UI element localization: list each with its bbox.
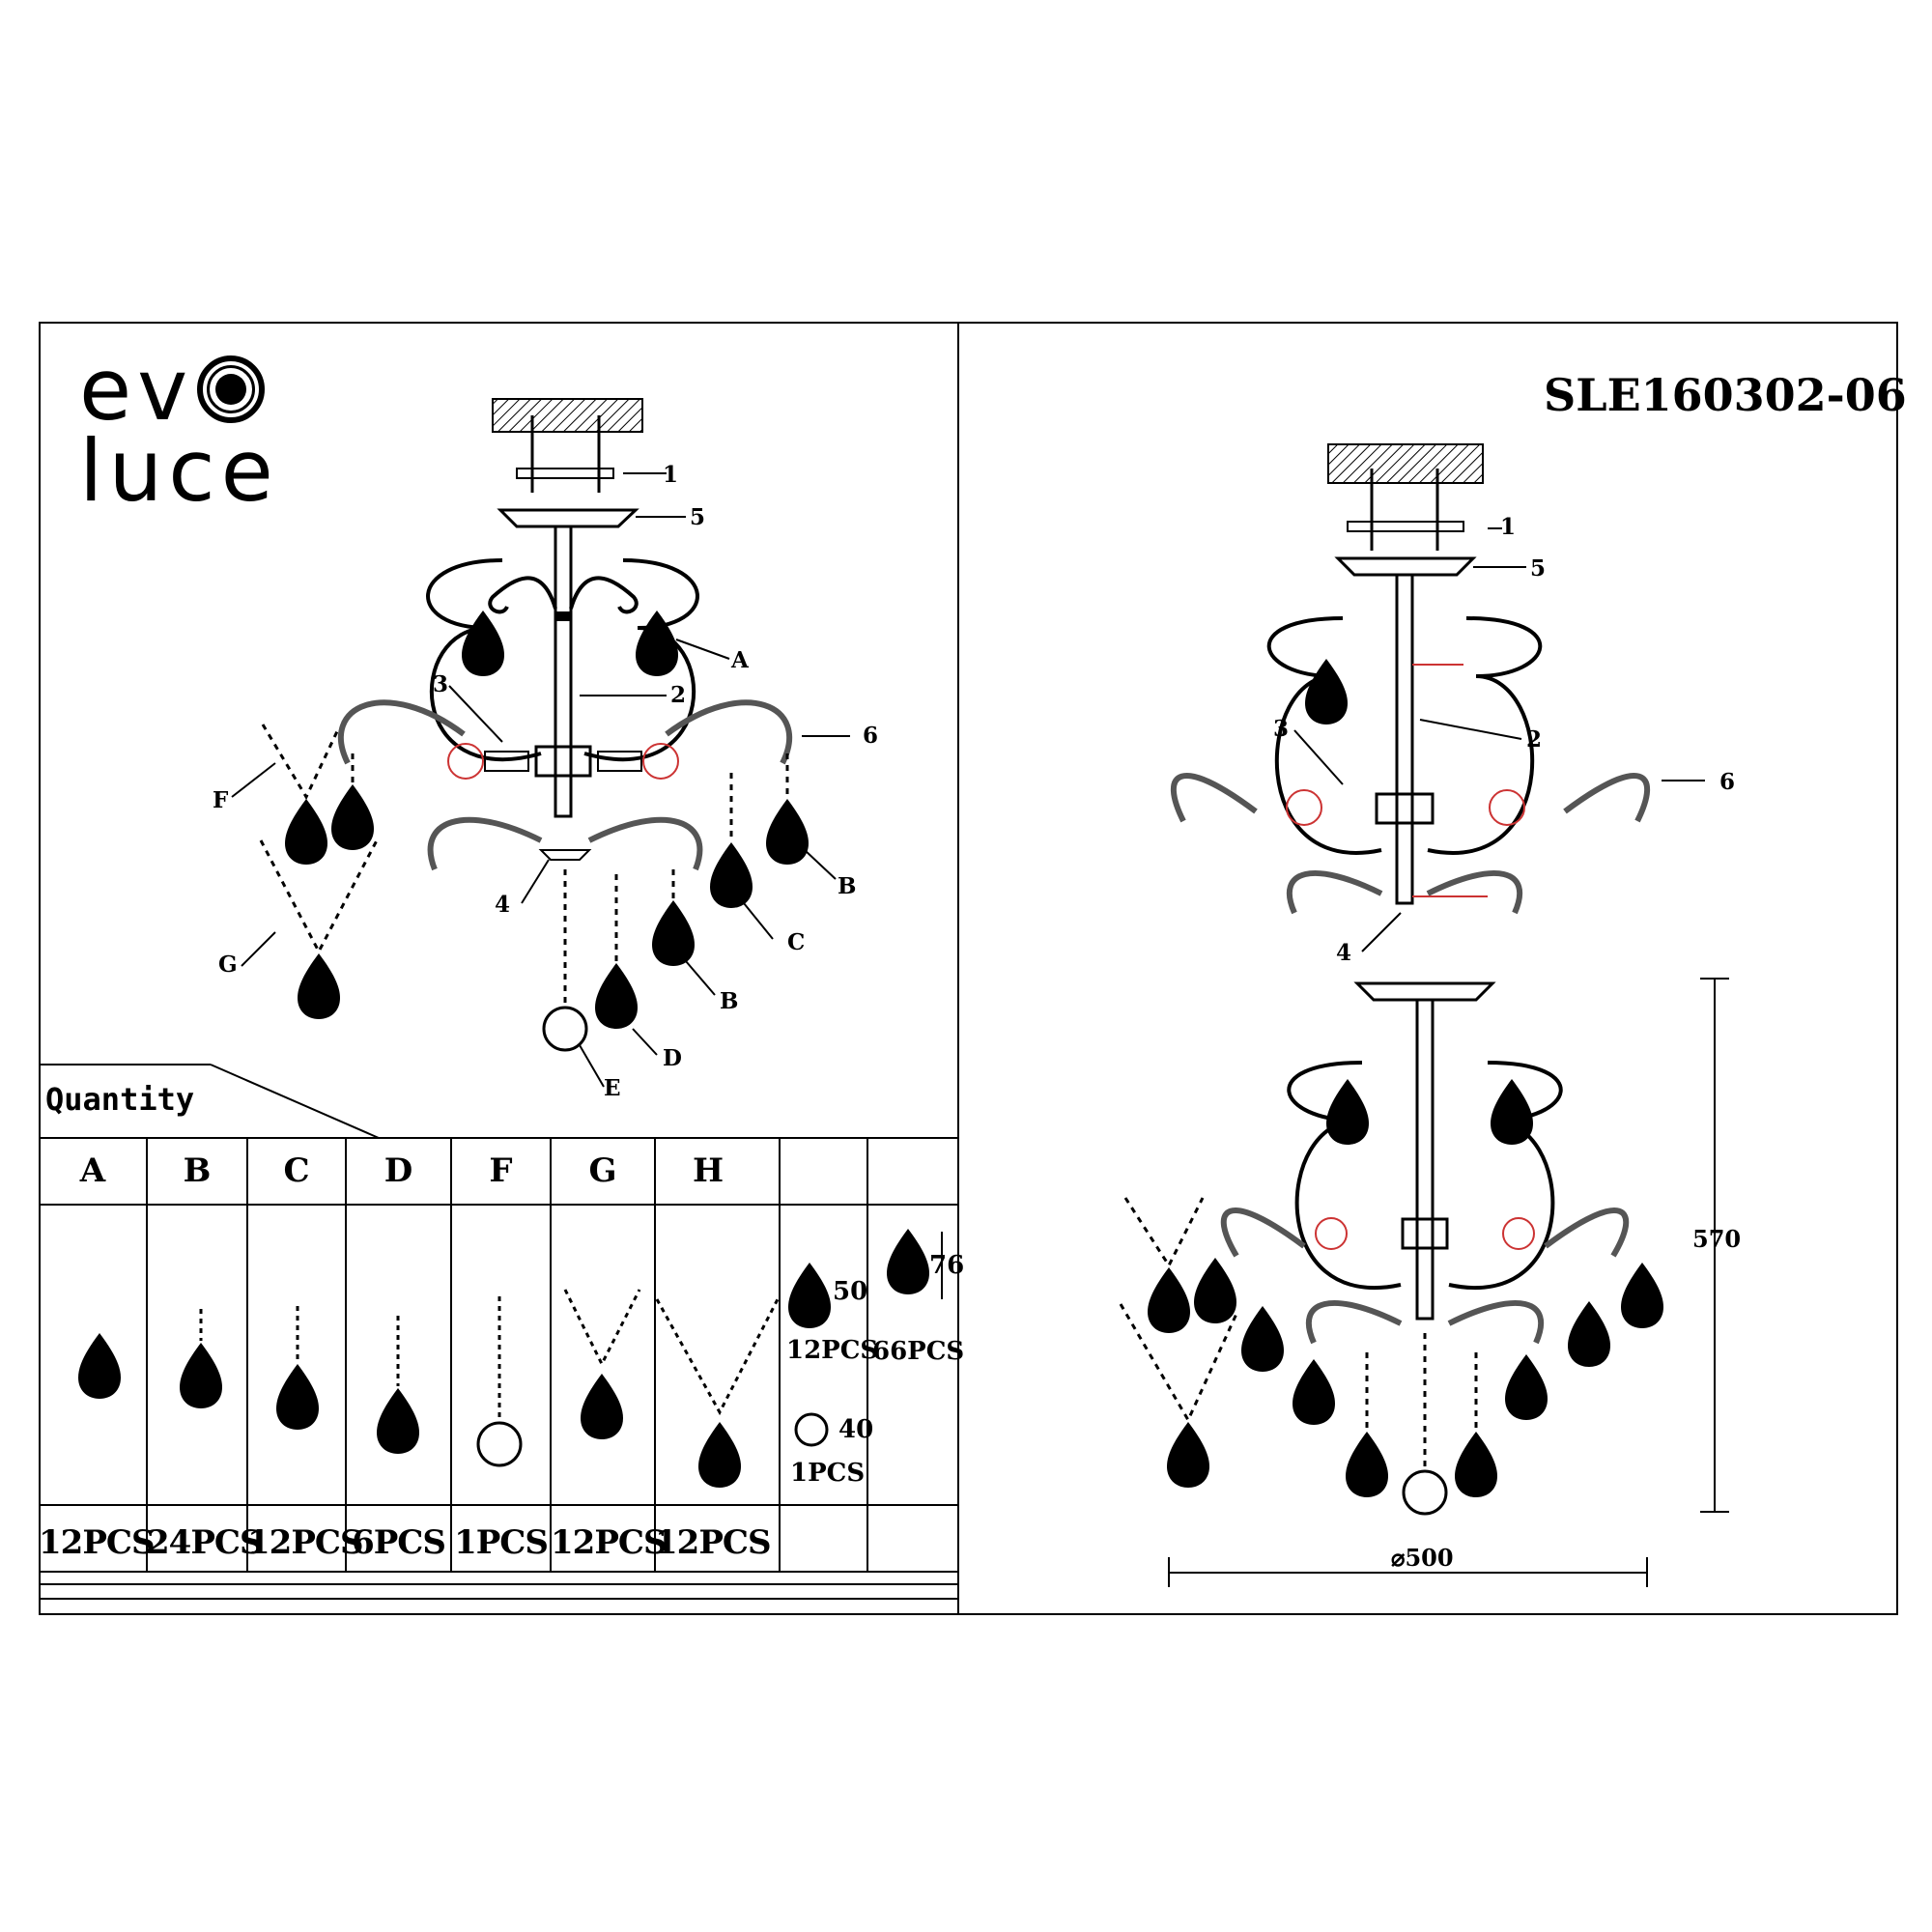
crystal-76-size: 76 <box>929 1251 965 1280</box>
assembly-callout-6: 6 <box>1719 769 1736 795</box>
header-h: H <box>692 1151 724 1190</box>
count-h: 12PCS <box>655 1523 772 1562</box>
diameter-dimension: ⌀500 <box>1391 1544 1454 1572</box>
crystal-50-size: 50 <box>833 1277 868 1306</box>
exploded-view <box>231 398 850 1088</box>
count-a: 12PCS <box>39 1523 156 1562</box>
header-g: G <box>588 1151 617 1190</box>
brand-logo: ev luce <box>79 348 279 521</box>
quantity-table-grid <box>39 1064 957 1600</box>
drawing-sheet-frame <box>39 322 1898 1615</box>
part-illustrations <box>78 1229 943 1488</box>
count-f: 1PCS <box>454 1523 549 1562</box>
header-b: B <box>183 1151 212 1190</box>
assembly-callout-4: 4 <box>1336 940 1352 966</box>
assembly-callout-5: 5 <box>1530 555 1547 582</box>
callout-g: G <box>218 952 238 978</box>
brand-line1: ev <box>79 340 194 440</box>
count-g: 12PCS <box>551 1523 668 1562</box>
count-c: 12PCS <box>247 1523 364 1562</box>
count-d: 6PCS <box>352 1523 446 1562</box>
header-d: D <box>384 1151 413 1190</box>
header-f: F <box>489 1151 513 1190</box>
callout-5: 5 <box>690 504 706 530</box>
callout-1: 1 <box>663 462 679 488</box>
callout-a: A <box>731 647 749 673</box>
assembly-view-top <box>1170 443 1705 952</box>
callout-2: 2 <box>670 682 687 708</box>
quantity-title: Quantity <box>45 1081 195 1118</box>
callout-6: 6 <box>863 723 879 749</box>
count-b: 24PCS <box>147 1523 264 1562</box>
crystal-40-size: 40 <box>838 1415 874 1444</box>
assembly-callout-3: 3 <box>1273 716 1290 742</box>
model-number: SLE160302-06 <box>1544 369 1907 421</box>
callout-d: D <box>663 1045 682 1071</box>
callout-c: C <box>787 929 806 955</box>
callout-e: E <box>604 1075 621 1101</box>
sheet-divider <box>957 322 959 1615</box>
brand-ring-icon <box>197 355 266 423</box>
header-c: C <box>283 1151 310 1190</box>
assembled-view <box>1119 978 1729 1587</box>
crystal-76-count: 66PCS <box>872 1337 965 1366</box>
callout-3: 3 <box>433 671 449 697</box>
header-a: A <box>79 1151 106 1190</box>
callout-4: 4 <box>495 892 511 918</box>
brand-line2: luce <box>79 421 279 521</box>
assembly-callout-1: 1 <box>1500 514 1517 540</box>
callout-b-upper: B <box>838 873 857 899</box>
height-dimension: 570 <box>1692 1225 1742 1253</box>
crystal-50-count: 12PCS <box>786 1336 879 1365</box>
callout-b-lower: B <box>720 988 739 1014</box>
assembly-callout-2: 2 <box>1526 726 1543 753</box>
crystal-40-count: 1PCS <box>790 1459 866 1488</box>
callout-f: F <box>213 787 229 813</box>
